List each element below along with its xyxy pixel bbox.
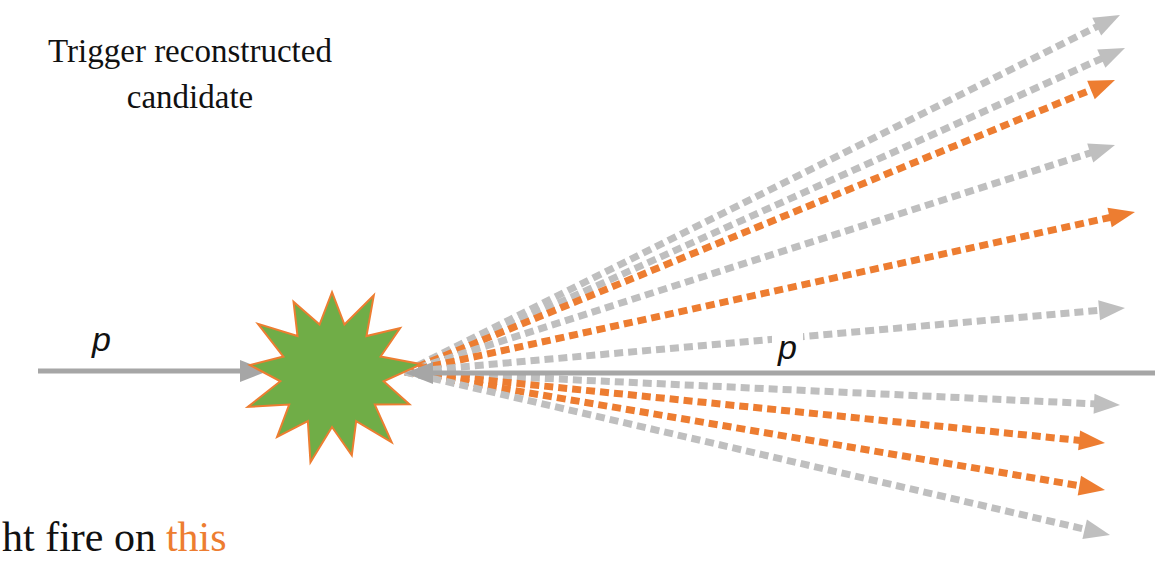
proton-label: p xyxy=(772,328,803,367)
track-arrowhead xyxy=(1082,519,1110,538)
track-line xyxy=(405,152,1094,372)
particle-track xyxy=(405,372,1120,414)
track-line xyxy=(405,217,1114,372)
particle-fan xyxy=(405,15,1135,539)
particle-track xyxy=(405,372,1105,450)
particle-track xyxy=(405,300,1125,372)
caption-text: Trigger reconstructed candidate xyxy=(25,28,355,120)
beam-line xyxy=(38,369,242,374)
proton-beams xyxy=(38,360,1155,384)
particle-track xyxy=(405,15,1120,372)
track-arrowhead xyxy=(1087,143,1115,162)
track-arrowhead xyxy=(1092,15,1120,36)
track-line xyxy=(405,57,1105,372)
proton-label: p xyxy=(92,320,111,359)
track-arrowhead xyxy=(1098,300,1125,320)
particle-track xyxy=(405,143,1115,372)
track-line xyxy=(405,372,1083,486)
caption-fragment: ht fire on xyxy=(2,513,156,561)
particle-track xyxy=(405,48,1125,372)
track-line xyxy=(405,88,1095,372)
particle-track xyxy=(405,80,1115,372)
track-line xyxy=(405,310,1103,372)
beam-line xyxy=(430,371,1155,376)
highlight-word: this xyxy=(166,513,227,561)
track-arrowhead xyxy=(1087,80,1115,99)
collision-burst xyxy=(248,292,421,462)
particle-track xyxy=(405,372,1110,539)
track-arrowhead xyxy=(1107,208,1135,228)
track-arrowhead xyxy=(1097,48,1125,68)
particle-track xyxy=(405,372,1105,496)
track-arrowhead xyxy=(1078,430,1105,450)
track-line xyxy=(405,372,1089,530)
particle-track xyxy=(405,208,1135,372)
track-arrowhead xyxy=(1078,476,1105,496)
track-arrowhead xyxy=(1094,394,1120,414)
